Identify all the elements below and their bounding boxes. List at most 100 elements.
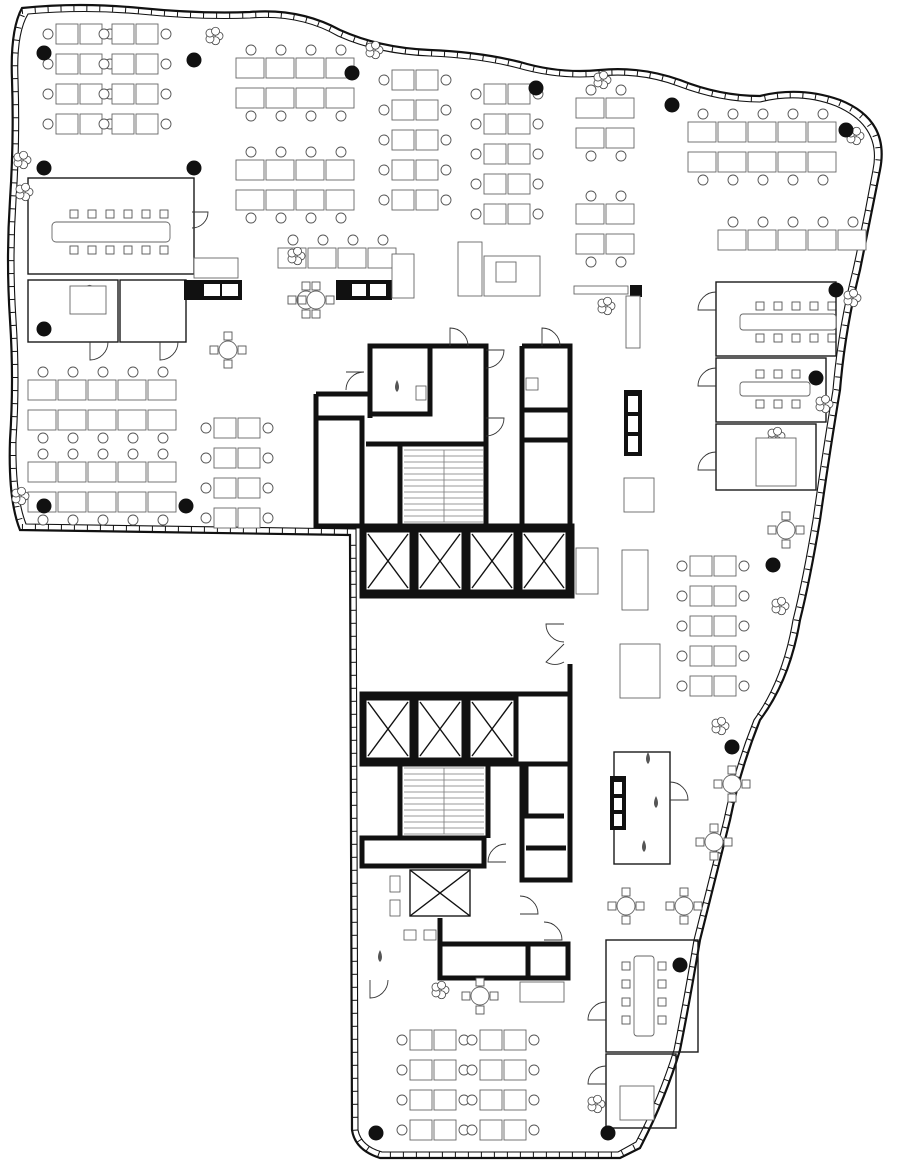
office-se <box>605 1053 677 1129</box>
desk <box>87 461 117 483</box>
desk <box>837 229 867 251</box>
mullion <box>840 337 847 340</box>
mullion <box>793 619 800 622</box>
office-chair <box>262 422 274 434</box>
desk <box>391 159 415 181</box>
desk <box>213 447 237 469</box>
mullion <box>16 517 23 521</box>
office-chair <box>262 452 274 464</box>
cabinet-vertical-se-gap1 <box>614 782 622 794</box>
kitchenette-nw-gap1 <box>204 284 220 296</box>
desk <box>135 113 159 135</box>
doors <box>89 211 717 1085</box>
structural-column <box>36 498 52 514</box>
mullion <box>805 568 812 571</box>
mullion <box>494 56 497 63</box>
door-swing <box>485 417 505 437</box>
chair <box>791 301 801 311</box>
office-chair <box>157 448 169 460</box>
desk <box>605 233 635 255</box>
desk <box>433 1029 457 1051</box>
chair <box>105 245 115 255</box>
desk <box>213 507 237 529</box>
chair <box>791 369 801 379</box>
mullion <box>817 491 824 494</box>
water-drop-icon <box>395 380 399 392</box>
door-swing <box>485 349 505 369</box>
mullion <box>638 1137 644 1142</box>
office-chair <box>157 366 169 378</box>
office-chair <box>615 84 627 96</box>
desk <box>409 1029 433 1051</box>
desk <box>479 1029 503 1051</box>
facade-inner-line <box>13 10 875 1153</box>
chair <box>223 331 233 341</box>
structural-column <box>36 160 52 176</box>
chair <box>621 979 631 989</box>
desk <box>777 121 807 143</box>
office-chair <box>335 110 347 122</box>
desk <box>479 1059 503 1081</box>
desk <box>325 159 355 181</box>
plant-leaf <box>21 182 30 192</box>
structural-column <box>808 370 824 386</box>
office-chair <box>440 104 452 116</box>
desk <box>337 247 367 269</box>
desk <box>295 159 325 181</box>
desk <box>57 379 87 401</box>
office-chair <box>676 560 688 572</box>
mullion <box>738 763 745 766</box>
office-chair <box>528 1064 540 1076</box>
desk <box>117 461 147 483</box>
mullion <box>796 606 803 609</box>
office-chair <box>585 84 597 96</box>
door-swing <box>545 643 565 665</box>
door-swing <box>541 327 561 347</box>
chair <box>475 1005 485 1015</box>
desk <box>391 129 415 151</box>
chair <box>809 301 819 311</box>
desk <box>213 417 237 439</box>
mullion <box>742 750 749 754</box>
mullion <box>737 94 740 101</box>
misc-furniture <box>69 241 797 1121</box>
chair <box>123 209 133 219</box>
desk <box>713 645 737 667</box>
office-chair <box>160 58 172 70</box>
elevator-shaft <box>465 527 519 595</box>
office-chair <box>615 190 627 202</box>
office-chair <box>127 366 139 378</box>
door-swing <box>369 979 389 999</box>
desk <box>483 83 507 105</box>
desk <box>483 113 507 135</box>
mullion <box>682 1004 689 1007</box>
door-swing <box>587 1001 607 1021</box>
plant-leaf <box>599 70 608 80</box>
chair <box>695 837 705 847</box>
office-chair <box>127 514 139 526</box>
mullion <box>865 209 872 212</box>
mullion <box>870 184 877 187</box>
chair <box>781 511 791 521</box>
mullion <box>780 668 787 672</box>
desk <box>503 1089 527 1111</box>
office-chair <box>727 108 739 120</box>
elevator-shaft <box>413 695 467 763</box>
cabinet-vertical-e-gap3 <box>628 436 638 452</box>
round-table <box>616 896 636 916</box>
plant-leaf <box>852 126 861 136</box>
office-chair <box>676 680 688 692</box>
office-chair <box>275 44 287 56</box>
mullion <box>842 324 849 327</box>
desk <box>507 173 531 195</box>
mullion <box>661 74 664 81</box>
office-chair <box>676 620 688 632</box>
mullion <box>784 656 791 660</box>
desk <box>575 97 605 119</box>
desk <box>415 159 439 181</box>
office-chair <box>305 146 317 158</box>
chair <box>635 901 645 911</box>
office-chair <box>378 74 390 86</box>
chair <box>159 245 169 255</box>
